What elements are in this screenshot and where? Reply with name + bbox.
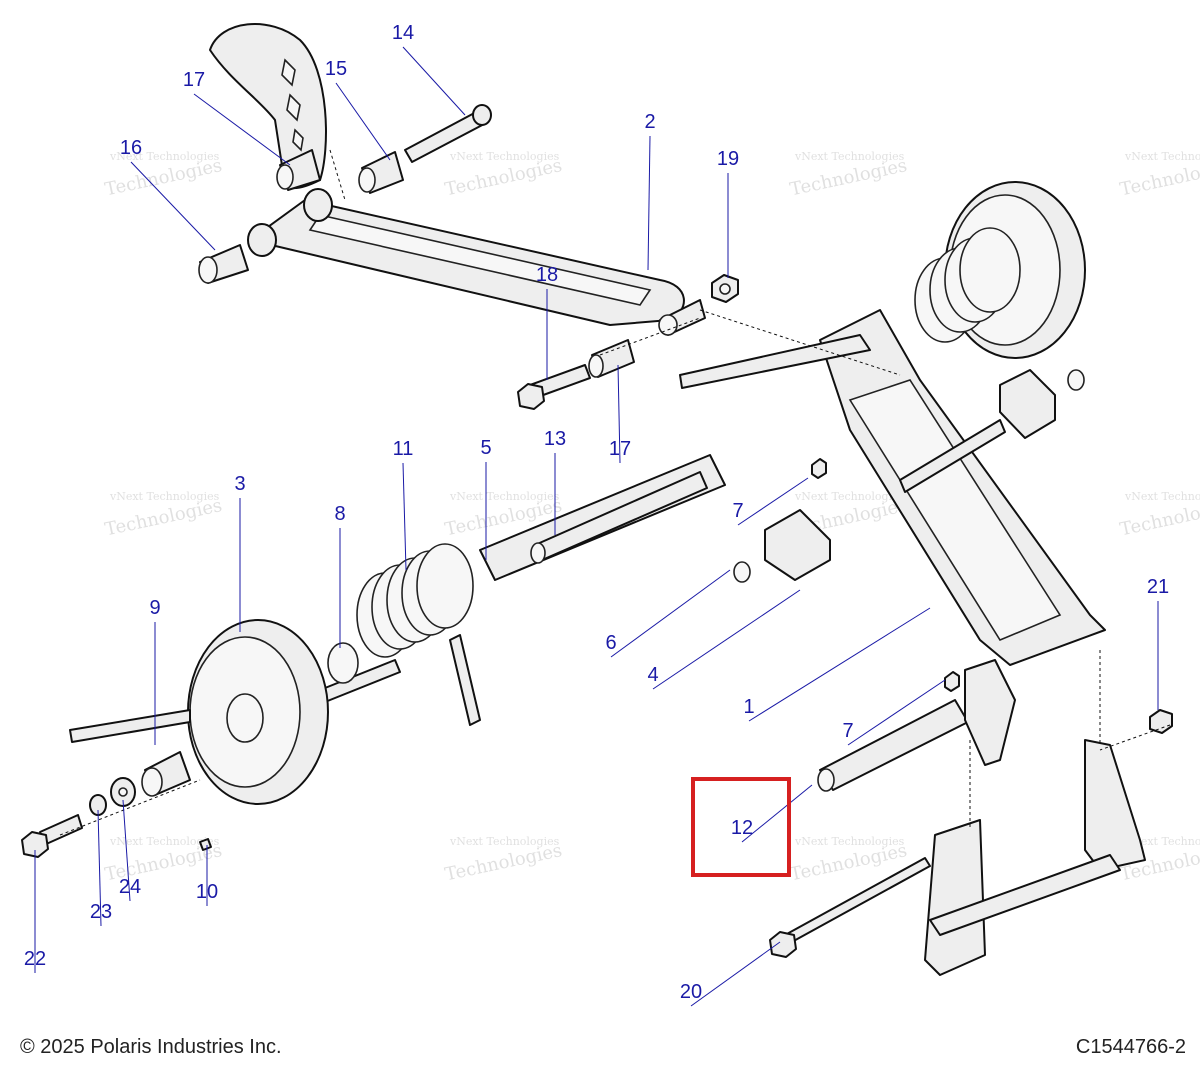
leader-line-16 [130,161,216,251]
watermark-text: vNext Technologies [794,150,905,163]
callout-12: 12 [731,817,753,839]
watermark-text: vNext Technologies [449,490,560,503]
callout-10: 10 [196,881,218,903]
callout-9: 9 [149,597,160,619]
callout-17: 17 [609,438,631,460]
leader-line-12 [741,784,813,843]
highlight-box [691,777,791,877]
watermark-text: vNext Technologies [449,835,560,848]
leader-line-15 [335,82,391,161]
callout-5: 5 [480,437,491,459]
leader-line-14 [402,46,466,116]
watermark-text: vNext Technologies [109,490,220,503]
callout-2: 2 [644,111,655,133]
callout-24: 24 [119,876,141,898]
callout-8: 8 [334,503,345,525]
callout-7: 7 [732,500,743,522]
leader-line-17 [617,364,621,464]
callout-7: 7 [842,720,853,742]
leader-line-4 [652,589,801,690]
copyright-text: © 2025 Polaris Industries Inc. [20,1036,282,1058]
leader-line-2 [647,135,651,271]
watermark-text: vNext Technologies [1124,835,1200,848]
callout-19: 19 [717,148,739,170]
callout-1: 1 [743,696,754,718]
callout-23: 23 [90,901,112,923]
callout-18: 18 [536,264,558,286]
callout-6: 6 [605,632,616,654]
watermark-text: vNext Technologies [449,150,560,163]
watermark-text: vNext Technologies [1124,490,1200,503]
callout-17: 17 [183,69,205,91]
watermark-text: vNext Technologies [109,150,220,163]
watermark-text: vNext Technologies [109,835,220,848]
callout-14: 14 [392,22,414,44]
leader-line-7 [847,679,946,746]
drawing-number: C1544766-2 [1075,1036,1186,1058]
callout-3: 3 [234,473,245,495]
callout-16: 16 [120,137,142,159]
callout-15: 15 [325,58,347,80]
leader-line-6 [610,569,731,658]
leader-line-20 [690,941,781,1007]
callout-21: 21 [1147,576,1169,598]
leader-line-1 [748,607,931,722]
watermark-text: vNext Technologies [794,490,905,503]
leader-line-23 [97,809,102,927]
leader-line-24 [122,799,131,902]
callout-11: 11 [393,438,414,460]
parts-group [21,23,1173,976]
callout-13: 13 [544,428,566,450]
callout-22: 22 [24,948,46,970]
leader-line-17 [193,93,291,166]
callout-20: 20 [680,981,702,1003]
watermark-text: vNext Technologies [794,835,905,848]
callout-4: 4 [647,664,658,686]
leader-line-7 [737,477,809,526]
watermark-text: vNext Technologies [1124,150,1200,163]
leader-line-11 [402,462,407,571]
